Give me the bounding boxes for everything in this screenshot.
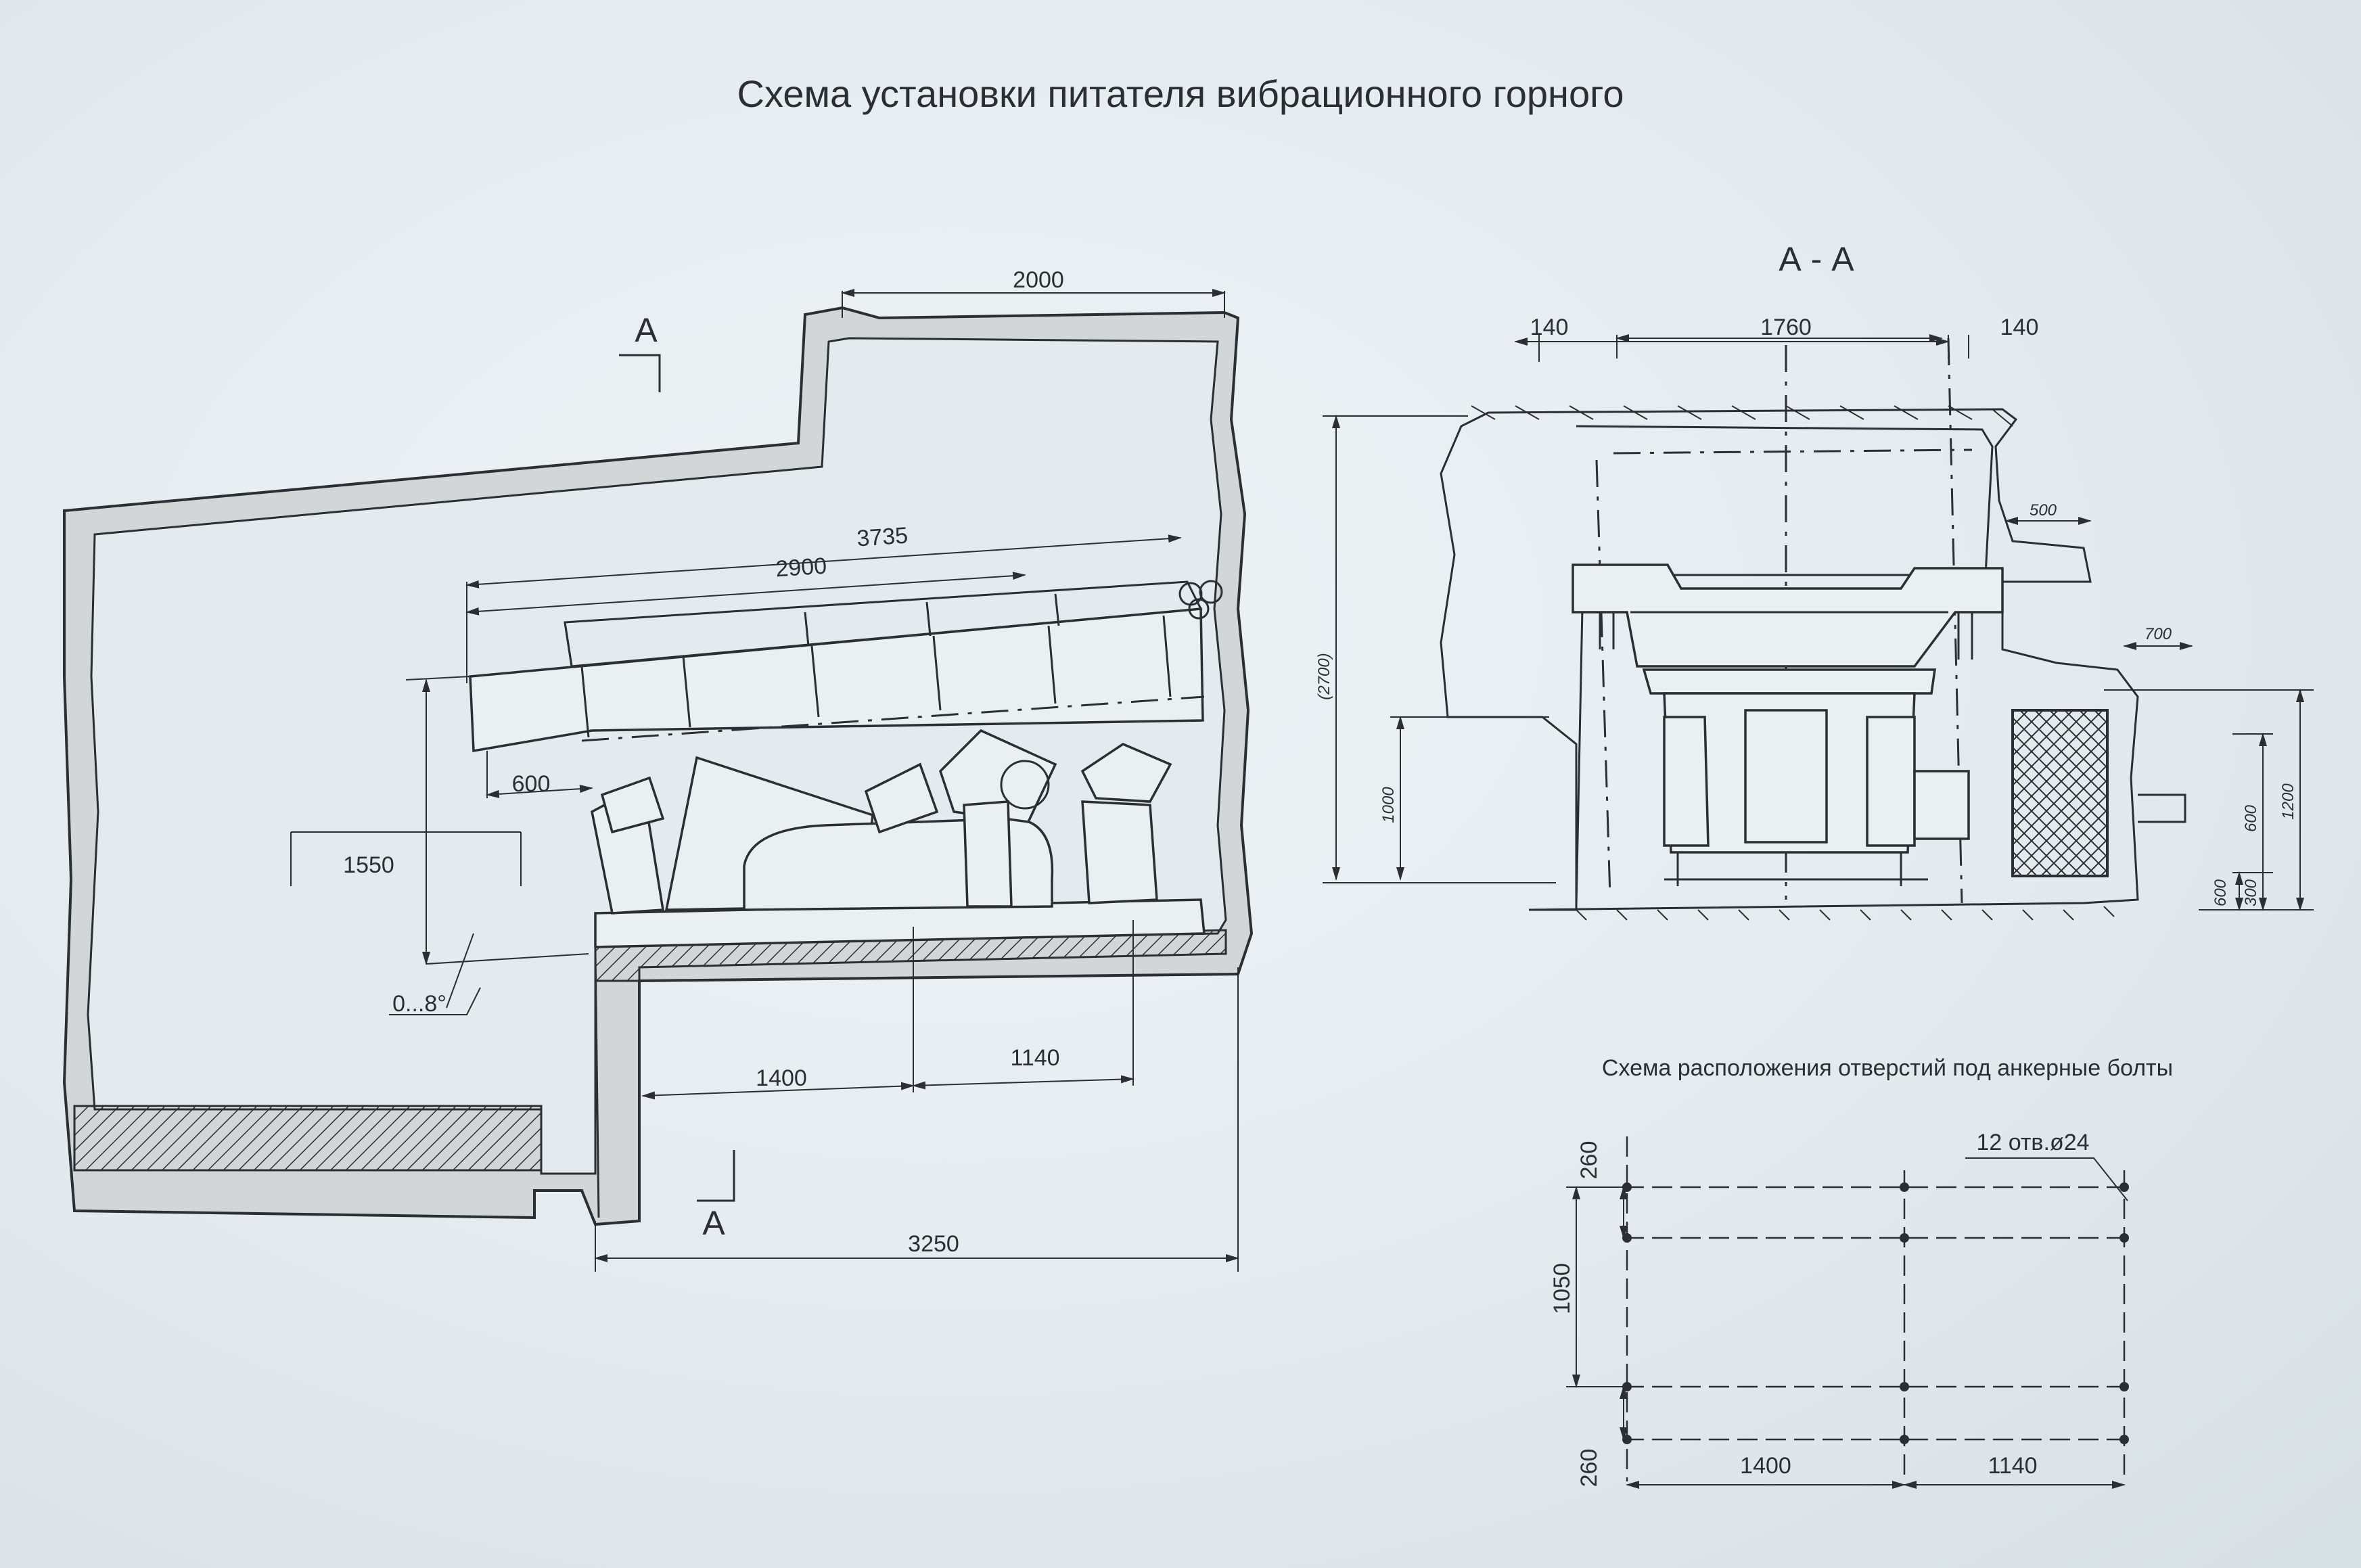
- dim-angle: 0...8°: [392, 991, 446, 1017]
- side-view: А А 2000 3735 2900 600 1550 0...8° 1400 …: [62, 267, 1254, 1272]
- dim-3250: 3250: [908, 1231, 959, 1257]
- side-box: [2011, 709, 2109, 877]
- dim-140-right: 140: [2000, 315, 2039, 340]
- dim-2700: (2700): [1315, 653, 1333, 699]
- section-title: А - А: [1779, 240, 1854, 278]
- dim-600-bottom: 600: [2211, 879, 2230, 906]
- sheet-title: Схема установки питателя вибрационного г…: [737, 72, 1624, 115]
- dim-1550: 1550: [343, 852, 394, 878]
- section-feeder: [1572, 563, 2004, 886]
- dim-600: 600: [512, 771, 551, 797]
- dim-260-bottom: 260: [1576, 1449, 1602, 1488]
- dim-600-right: 600: [2242, 804, 2260, 832]
- dim-700: 700: [2145, 625, 2172, 643]
- dim-2000: 2000: [1013, 267, 1064, 293]
- dim-3735: 3735: [856, 523, 909, 552]
- dim-1140: 1140: [1010, 1045, 1059, 1071]
- anchor-grid: [1624, 1136, 2126, 1481]
- dim-1050: 1050: [1549, 1263, 1575, 1314]
- anchor-plan-note: 12 отв.ø24: [1976, 1130, 2089, 1155]
- feeder-trough: [469, 580, 1223, 753]
- dim-1200: 1200: [2279, 783, 2297, 820]
- dim-1400-plan: 1400: [1740, 1453, 1791, 1479]
- anchor-holes: [1622, 1182, 2129, 1444]
- dim-1400: 1400: [756, 1065, 807, 1091]
- section-rock-outline: [1440, 408, 2139, 911]
- anchor-dimensions: [1566, 1186, 2126, 1489]
- dim-140-left: 140: [1530, 315, 1569, 340]
- dim-2900: 2900: [775, 553, 827, 582]
- section-view: А - А: [1315, 240, 2314, 921]
- section-marker-bottom: А: [702, 1204, 725, 1242]
- anchor-plan-title: Схема расположения отверстий под анкерны…: [1602, 1055, 2173, 1081]
- anchor-bolt-plan: Схема расположения отверстий под анкерны…: [1549, 1055, 2173, 1489]
- section-marker-top: А: [635, 311, 658, 349]
- side-view-dimensions: [290, 289, 1239, 1272]
- dim-1140-plan: 1140: [1988, 1453, 2037, 1479]
- dim-1000: 1000: [1379, 787, 1398, 823]
- section-dimensions: [1323, 334, 2314, 911]
- dim-1760: 1760: [1760, 315, 1812, 340]
- dim-300: 300: [2242, 879, 2260, 906]
- dim-500: 500: [2030, 501, 2057, 520]
- dim-260-top: 260: [1576, 1141, 1602, 1180]
- feeder-drive: [591, 729, 1172, 915]
- floor-slab: [73, 1105, 543, 1172]
